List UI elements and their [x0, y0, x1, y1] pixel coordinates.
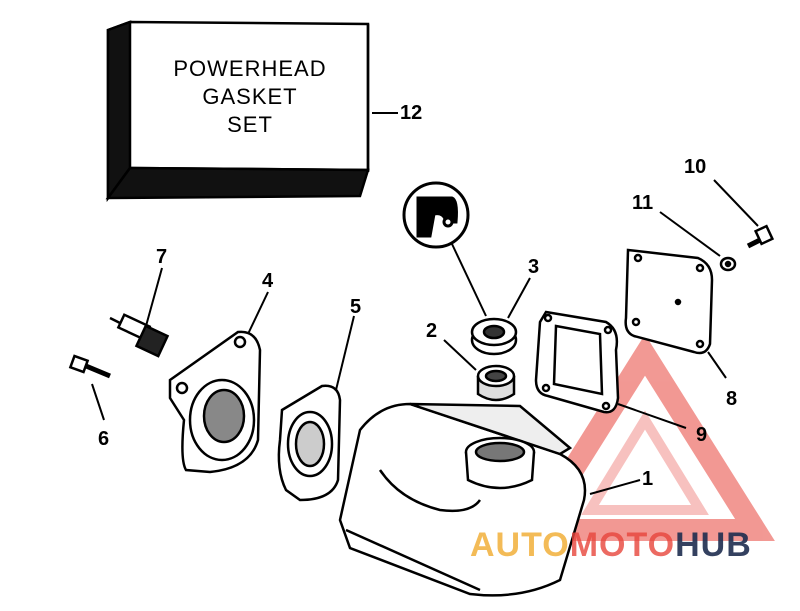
callout-7: 7 — [156, 246, 168, 268]
watermark-logo: AUTOMOTOHUB — [470, 526, 752, 565]
part-3-seal — [470, 277, 531, 356]
gasket-box-line-1: POWERHEAD — [173, 56, 327, 81]
watermark-moto: MOTO — [569, 526, 676, 564]
seal-detail-circle — [402, 181, 487, 317]
part-2-bearing — [443, 339, 516, 402]
gasket-box-line-2: GASKET — [202, 84, 298, 109]
gasket-box-line-3: SET — [227, 112, 273, 137]
callout-9: 9 — [696, 424, 708, 446]
part-5-gasket — [277, 315, 355, 502]
callout-11: 11 — [632, 192, 654, 214]
callout-8: 8 — [726, 388, 738, 410]
callout-3: 3 — [528, 256, 540, 278]
callout-2: 2 — [426, 320, 438, 342]
part-4-end-cap — [168, 291, 269, 474]
callout-12: 12 — [400, 102, 423, 124]
callout-6: 6 — [98, 428, 110, 450]
part-1-crankcase — [338, 402, 641, 597]
callout-5: 5 — [350, 296, 362, 318]
gasket-set-box — [105, 20, 370, 202]
part-10-screw — [713, 179, 775, 249]
watermark-auto: AUTO — [470, 526, 570, 564]
part-9-cover-gasket — [534, 310, 687, 429]
part-11-washer — [659, 211, 737, 272]
watermark-triangle — [515, 334, 775, 541]
callout-10: 10 — [684, 156, 707, 178]
callout-4: 4 — [262, 270, 274, 292]
part-8-cover-plate — [624, 248, 727, 379]
part-6-screw — [68, 354, 111, 421]
callout-1: 1 — [642, 468, 654, 490]
watermark-hub: HUB — [675, 526, 752, 564]
part-7-sensor — [109, 267, 170, 358]
